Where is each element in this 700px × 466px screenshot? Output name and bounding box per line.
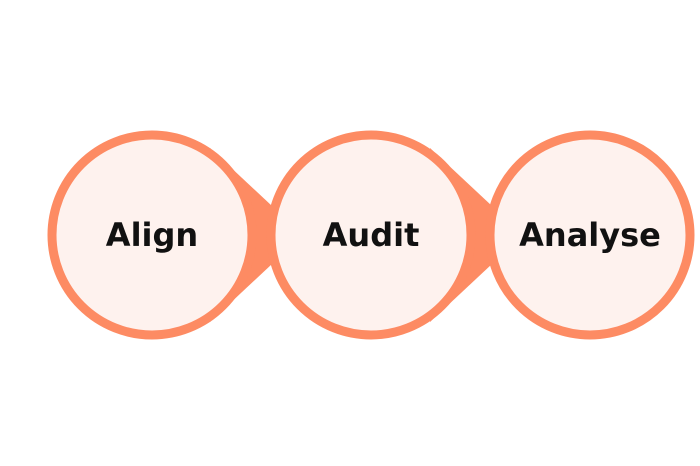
step-circle-align [47,130,257,340]
step-align: Align [47,130,257,340]
step-circle-audit [266,130,476,340]
step-circle-analyse [485,130,695,340]
step-analyse: Analyse [485,130,695,340]
step-label-analyse: Analyse [519,216,661,254]
step-label-audit: Audit [323,216,420,254]
step-label-align: Align [106,216,198,254]
step-audit: Audit [266,130,476,340]
